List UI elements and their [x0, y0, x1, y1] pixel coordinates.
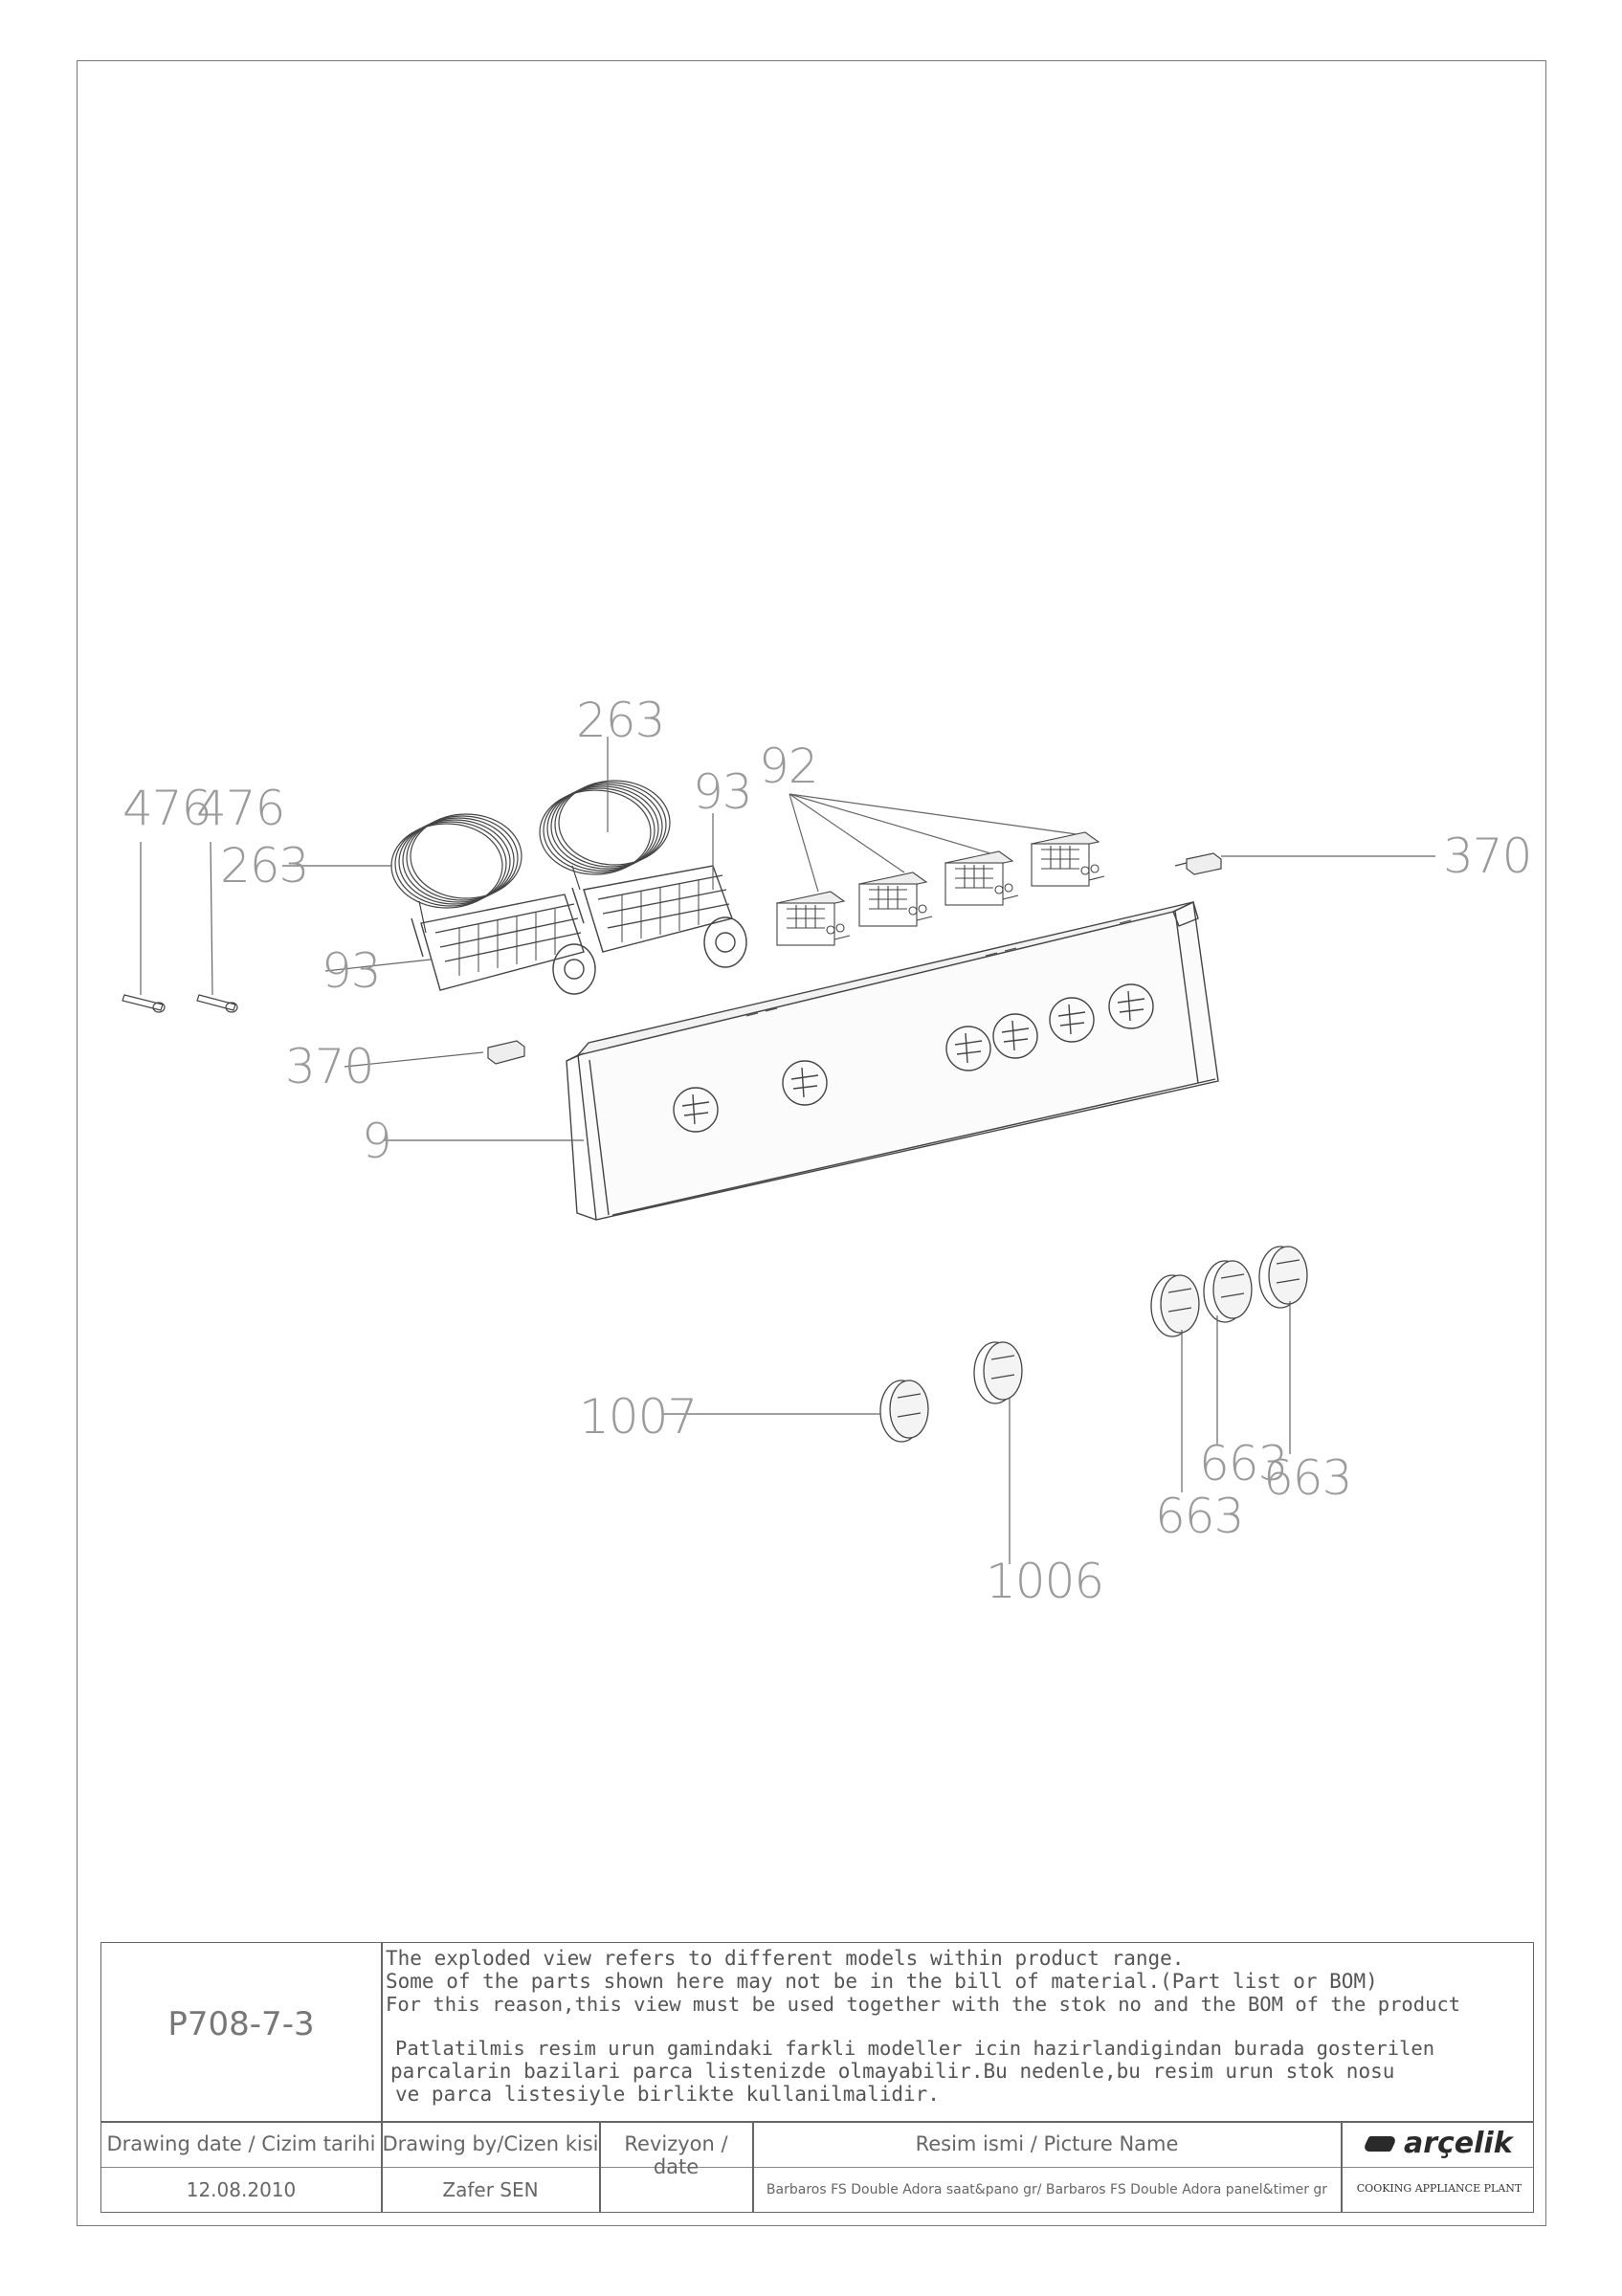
knobs — [879, 1246, 1308, 1443]
callout-263: 263 — [576, 693, 664, 748]
callout-663: 663 — [1263, 1450, 1351, 1506]
header-drawing-by: Drawing by/Cizen kisi — [382, 2132, 599, 2155]
callout-1006: 1006 — [986, 1554, 1103, 1609]
plant-name: COOKING APPLIANCE PLANT — [1356, 2182, 1522, 2195]
callout-labels: 476 476 263 263 93 93 92 370 370 9 1007 … — [122, 693, 1532, 1609]
leader-lines — [140, 737, 1435, 1564]
clips — [487, 852, 1222, 1065]
callout-370: 370 — [1443, 828, 1531, 884]
switches — [775, 831, 1105, 946]
header-revision: Revizyon / date — [624, 2132, 728, 2178]
callout-9: 9 — [362, 1114, 391, 1169]
callout-93: 93 — [322, 943, 381, 999]
note-tr-line-1: Patlatilmis resim urun gamindaki farkli … — [395, 2037, 1435, 2060]
callout-370: 370 — [285, 1039, 373, 1094]
valve-left — [411, 894, 596, 995]
callout-93: 93 — [693, 764, 752, 820]
note-en-line-1: The exploded view refers to different mo… — [386, 1947, 1185, 1970]
coil-left — [390, 813, 522, 934]
drawing-sheet-border — [77, 60, 1546, 2226]
brand-swoosh-icon — [1362, 2135, 1399, 2152]
value-drawing-date: 12.08.2010 — [186, 2178, 297, 2201]
drawing-number: P708-7-3 — [167, 2005, 315, 2043]
callout-263: 263 — [220, 838, 308, 894]
value-picture-name: Barbaros FS Double Adora saat&pano gr/ B… — [766, 2182, 1328, 2197]
note-en-line-3: For this reason,this view must be used t… — [386, 1993, 1461, 2016]
note-en-line-2: Some of the parts shown here may not be … — [386, 1970, 1378, 1993]
note-tr-line-3: ve parca listesiyle birlikte kullanilmal… — [395, 2083, 940, 2106]
title-block: P708-7-3 The exploded view refers to dif… — [100, 1942, 1534, 2213]
header-drawing-date: Drawing date / Cizim tarihi — [106, 2132, 376, 2155]
value-drawing-by: Zafer SEN — [442, 2178, 539, 2201]
control-panel — [566, 901, 1219, 1221]
brand-logo: arçelik — [1345, 2127, 1533, 2175]
coil-right — [539, 780, 671, 891]
header-picture-name: Resim ismi / Picture Name — [915, 2132, 1179, 2155]
screws — [122, 994, 238, 1013]
callout-663: 663 — [1199, 1436, 1287, 1491]
brand-name: arçelik — [1403, 2127, 1513, 2160]
callout-476: 476 — [122, 781, 211, 836]
callout-663: 663 — [1155, 1489, 1243, 1544]
valve-right — [571, 865, 747, 968]
callout-1007: 1007 — [579, 1389, 697, 1445]
note-tr-line-2: parcalarin bazilari parca listenizde olm… — [390, 2060, 1395, 2083]
callout-92: 92 — [759, 739, 818, 794]
callout-476: 476 — [196, 781, 284, 836]
panel-knob-holes — [673, 983, 1154, 1133]
